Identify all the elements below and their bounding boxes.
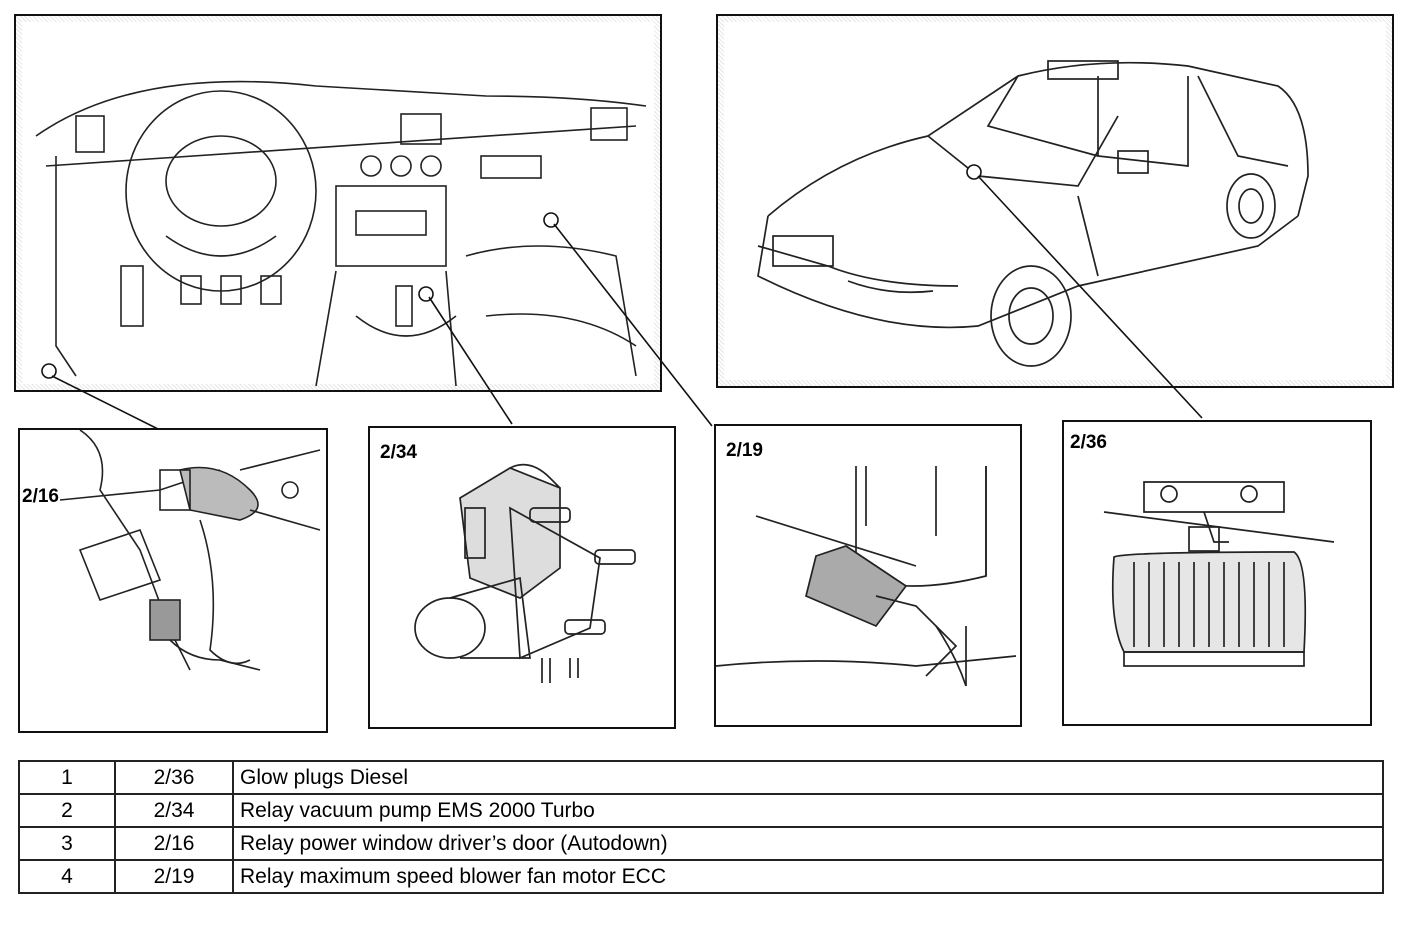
glow-plug-relay-236-illustration [1103, 481, 1335, 667]
interior-panel [14, 14, 662, 392]
legend-row: 1 2/36 Glow plugs Diesel [18, 760, 1384, 795]
car-illustration [724, 22, 1386, 380]
legend-row-description: Relay power window driver’s door (Autodo… [232, 826, 1384, 861]
legend-row: 3 2/16 Relay power window driver’s door … [18, 826, 1384, 861]
dashboard-illustration [22, 22, 654, 387]
marker-circle-236 [966, 164, 982, 180]
panel-label-236: 2/36 [1070, 432, 1107, 453]
relay-216-illustration [59, 430, 321, 671]
legend-row-number: 2 [18, 793, 116, 828]
marker-circle-234 [418, 286, 434, 302]
relay-219-illustration [716, 466, 1017, 687]
panel-label-234: 2/34 [380, 442, 417, 463]
legend-row: 4 2/19 Relay maximum speed blower fan mo… [18, 859, 1384, 894]
detail-panel-236: 2/36 [1062, 420, 1372, 726]
marker-circle-216 [41, 363, 57, 379]
legend-row-code: 2/16 [114, 826, 234, 861]
relay-234-illustration [414, 463, 636, 683]
legend-row-code: 2/34 [114, 793, 234, 828]
marker-circle-219 [543, 212, 559, 228]
panel-label-219: 2/19 [726, 440, 763, 461]
car-panel [716, 14, 1394, 388]
legend-row-number: 1 [18, 760, 116, 795]
legend-row: 2 2/34 Relay vacuum pump EMS 2000 Turbo [18, 793, 1384, 828]
legend-row-code: 2/36 [114, 760, 234, 795]
legend-row-description: Relay vacuum pump EMS 2000 Turbo [232, 793, 1384, 828]
detail-panel-219: 2/19 [714, 424, 1022, 727]
detail-panel-234: 2/34 [368, 426, 676, 729]
detail-panel-216: 2/16 [18, 428, 328, 733]
legend-row-code: 2/19 [114, 859, 234, 894]
legend-row-number: 3 [18, 826, 116, 861]
legend-row-description: Relay maximum speed blower fan motor ECC [232, 859, 1384, 894]
panel-label-216: 2/16 [22, 486, 59, 507]
legend-table: 1 2/36 Glow plugs Diesel 2 2/34 Relay va… [18, 760, 1384, 894]
legend-row-number: 4 [18, 859, 116, 894]
legend-row-description: Glow plugs Diesel [232, 760, 1384, 795]
